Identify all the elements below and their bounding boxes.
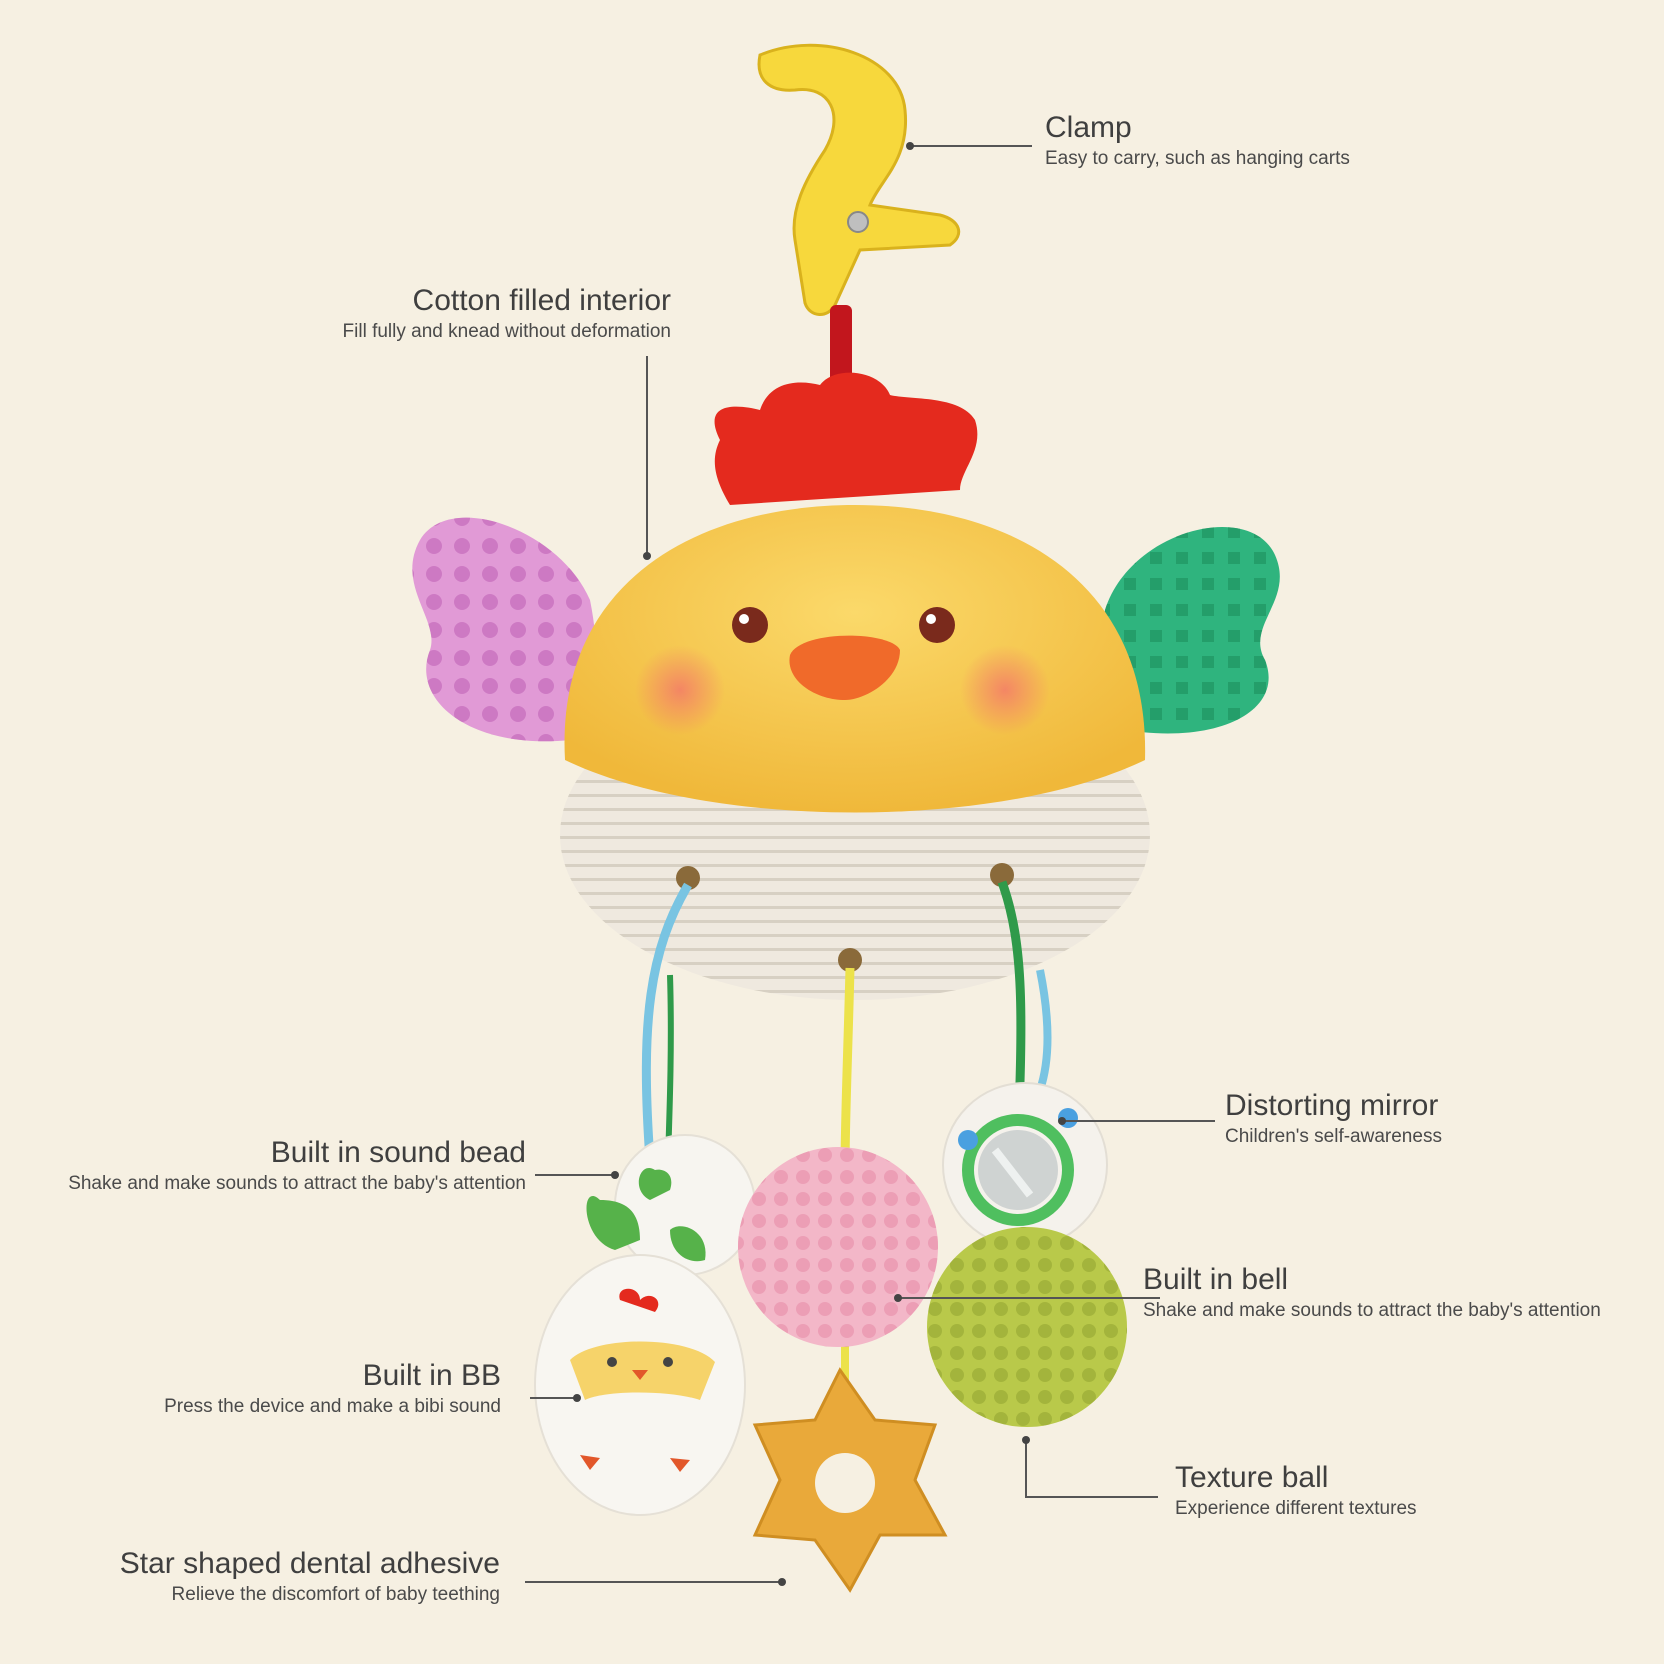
callout-title: Built in BB [362, 1359, 501, 1392]
callout-bell: Built in bell Shake and make sounds to a… [1143, 1262, 1601, 1324]
strap-icon [830, 305, 852, 395]
blue-string-icon [640, 882, 692, 1266]
callout-subtitle: Shake and make sounds to attract the bab… [1143, 1300, 1601, 1321]
mirror-icon [978, 1130, 1058, 1210]
callout-title: Texture ball [1175, 1461, 1329, 1494]
clamp-icon [757, 43, 961, 316]
callout-subtitle: Relieve the discomfort of baby teething [171, 1584, 500, 1605]
beak-icon [789, 635, 900, 700]
callout-teether: Star shaped dental adhesive Relieve the … [120, 1546, 500, 1608]
callout-subtitle: Children's self-awareness [1225, 1126, 1442, 1147]
callout-subtitle: Press the device and make a bibi sound [164, 1396, 501, 1417]
callout-subtitle: Easy to carry, such as hanging carts [1045, 148, 1350, 169]
callout-clamp: Clamp Easy to carry, such as hanging car… [1045, 110, 1350, 172]
callout-title: Star shaped dental adhesive [119, 1547, 500, 1580]
callout-distorting-mirror: Distorting mirror Children's self-awaren… [1225, 1088, 1442, 1150]
callout-title: Distorting mirror [1225, 1089, 1439, 1122]
yellow-string-icon [840, 967, 855, 1171]
callout-title: Cotton filled interior [412, 284, 671, 317]
callout-subtitle: Shake and make sounds to attract the bab… [68, 1173, 526, 1194]
callout-subtitle: Fill fully and knead without deformation [342, 321, 671, 342]
callout-texture-ball: Texture ball Experience different textur… [1175, 1460, 1417, 1522]
left-eye-icon [732, 607, 768, 643]
comb-icon [714, 372, 978, 505]
right-eye-icon [919, 607, 955, 643]
leader-lines [525, 145, 1215, 1583]
callout-cotton: Cotton filled interior Fill fully and kn… [343, 283, 671, 345]
callout-title: Built in sound bead [270, 1136, 526, 1169]
callout-title: Built in bell [1143, 1263, 1289, 1296]
callout-title: Clamp [1045, 111, 1132, 144]
callout-subtitle: Experience different textures [1175, 1498, 1417, 1519]
callout-bb: Built in BB Press the device and make a … [164, 1358, 501, 1420]
callout-sound-bead: Built in sound bead Shake and make sound… [68, 1135, 526, 1197]
